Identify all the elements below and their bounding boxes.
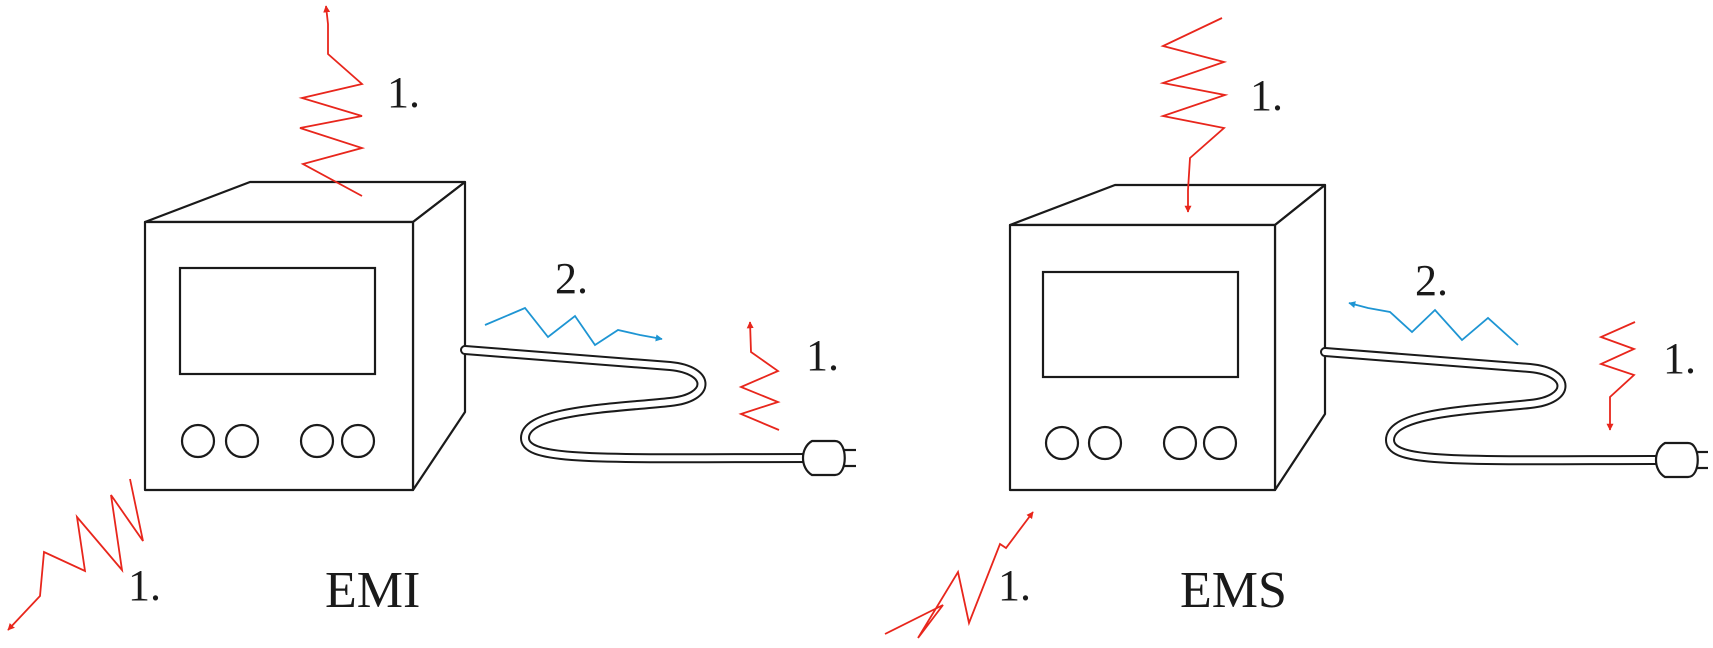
emi-device-knob-1 (180, 423, 216, 459)
ems-cable-conducted-arrow (1348, 301, 1519, 346)
emi-top-radiated-arrow (298, 5, 366, 197)
emi-plug-radiated-arrow (738, 321, 781, 431)
ems-device (1008, 183, 1327, 492)
ems-label-top: 1. (1250, 71, 1283, 120)
emi-device-knob-3 (299, 423, 335, 459)
ems-power-cord (1320, 347, 1673, 466)
ems-device-screen (1041, 270, 1240, 379)
ems-bottom-radiated-arrow (884, 511, 1034, 639)
ems-label-bottom: 1. (998, 561, 1031, 610)
ems-device-knob-1 (1044, 425, 1080, 461)
ems-title: EMS (1180, 562, 1287, 619)
emi-label-top: 1. (387, 68, 420, 117)
ems-device-knob-3 (1162, 425, 1198, 461)
emi-label-plug: 1. (806, 331, 839, 380)
ems-device-top-face (1008, 183, 1327, 227)
emi-title: EMI (325, 562, 420, 619)
emi-power-plug (801, 439, 856, 477)
ems-device-knob-2 (1087, 425, 1123, 461)
emi-power-cord (460, 345, 820, 464)
ems-device-side-face (1273, 183, 1327, 492)
ems-top-radiated-arrow (1159, 17, 1229, 213)
ems-device-knob-4 (1202, 425, 1238, 461)
emi-bottom-radiated-arrow (7, 478, 144, 631)
emi-label-cable: 2. (555, 254, 588, 303)
ems-label-cable: 2. (1415, 256, 1448, 305)
emi-device-screen (178, 266, 377, 376)
ems-label-plug: 1. (1663, 334, 1696, 383)
ems-power-plug (1654, 441, 1708, 479)
ems-plug-radiated-arrow (1598, 321, 1637, 431)
emi-device (143, 180, 467, 492)
emi-device-knob-2 (224, 423, 260, 459)
emi-cable-conducted-arrow (484, 306, 663, 347)
emi-label-bottom: 1. (128, 561, 161, 610)
emi-device-knob-4 (340, 423, 376, 459)
emi-device-side-face (411, 180, 467, 492)
emi-device-top-face (143, 180, 467, 224)
